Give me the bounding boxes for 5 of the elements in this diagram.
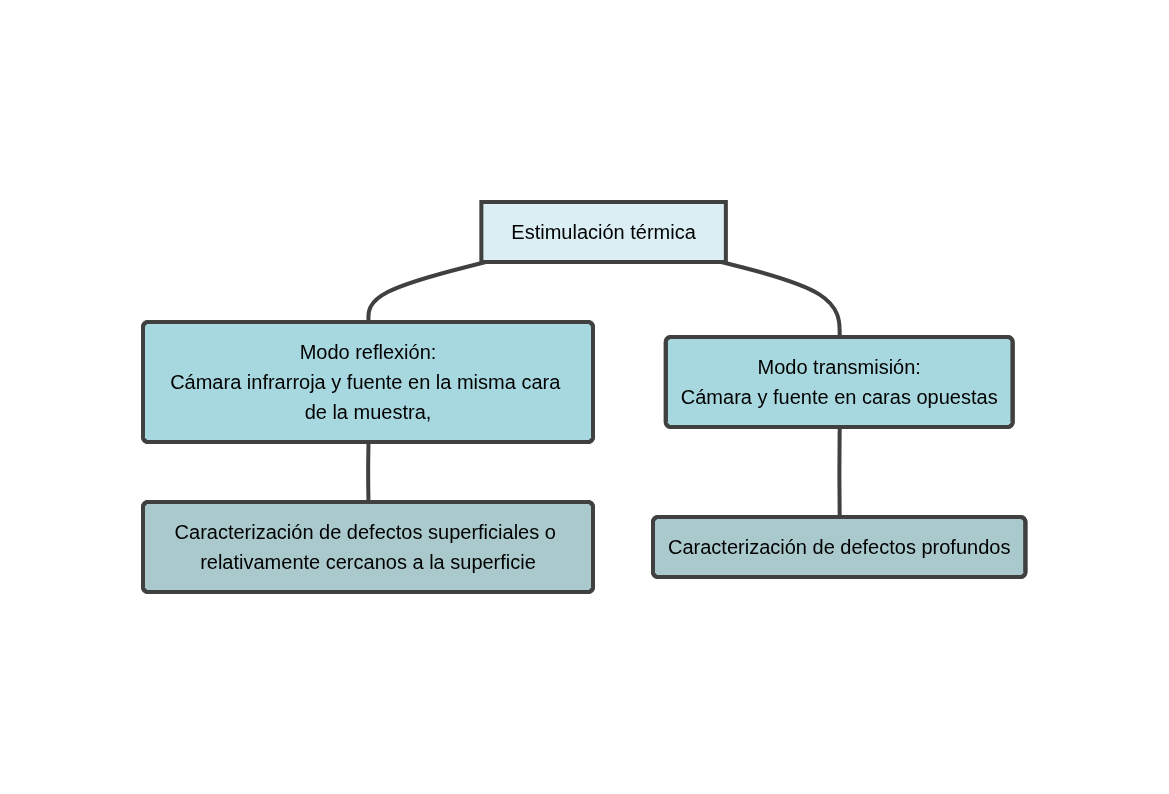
- connector: [366, 442, 371, 503]
- connector: [721, 260, 842, 338]
- connector: [837, 427, 842, 518]
- node-box: Estimulación térmica: [479, 200, 729, 264]
- connector: [366, 260, 487, 323]
